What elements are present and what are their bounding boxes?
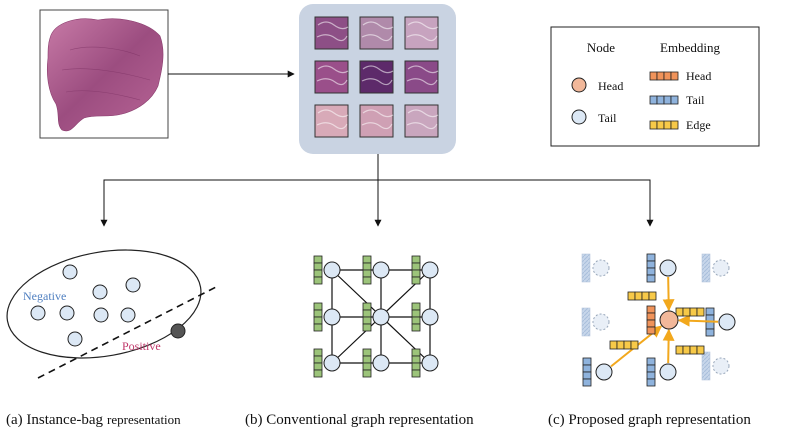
instance-node [93, 307, 109, 323]
message-arrow [662, 328, 675, 364]
tissue-patch [359, 16, 394, 50]
panel-c-proposed-graph [581, 253, 736, 387]
graph-node [421, 308, 439, 326]
masked-node [712, 259, 730, 277]
graph-node [421, 261, 439, 279]
branch-arrows [100, 154, 654, 227]
node-embedding [313, 255, 323, 285]
tail-node [718, 313, 736, 331]
instance-node [30, 305, 46, 321]
masked-embedding [581, 307, 591, 337]
legend-tail-node-label: Tail [598, 111, 617, 125]
graph-node [323, 354, 341, 372]
node-embedding [362, 255, 372, 285]
tail-embedding [646, 253, 656, 283]
masked-node [592, 259, 610, 277]
tissue-patch [359, 104, 394, 138]
instance-node [62, 264, 78, 280]
graph-node [372, 261, 390, 279]
caption-b: (b) Conventional graph representation [245, 412, 474, 428]
positive-instance-node [170, 323, 186, 339]
node-embedding [313, 302, 323, 332]
legend-tail-embedding-label: Tail [686, 93, 705, 107]
message-arrow [662, 276, 675, 312]
node-embedding [411, 255, 421, 285]
node-embedding [313, 348, 323, 378]
positive-label: Positive [122, 339, 161, 353]
node-embedding [362, 302, 372, 332]
node-embedding [411, 302, 421, 332]
tail-embedding [582, 357, 592, 387]
instance-node [125, 277, 141, 293]
masked-embedding [701, 253, 711, 283]
message-arrow [677, 314, 719, 327]
legend-head-embedding-label: Head [686, 69, 711, 83]
masked-embedding [701, 351, 711, 381]
legend-edge-embedding-icon [649, 120, 679, 130]
legend-head-node-icon [571, 77, 587, 93]
legend-tail-node-icon [571, 109, 587, 125]
negative-label: Negative [23, 289, 66, 303]
edge-embedding [675, 345, 705, 355]
tail-node [595, 363, 613, 381]
head-node [659, 310, 679, 330]
patch-tiles-panel [299, 4, 456, 154]
legend-tail-embedding-icon [649, 95, 679, 105]
tissue-patch [404, 104, 439, 138]
decision-boundary [37, 285, 219, 379]
legend-head-embedding-icon [649, 71, 679, 81]
graph-node [372, 354, 390, 372]
legend-node-header: Node [587, 40, 615, 55]
tissue-patch [404, 60, 439, 94]
masked-embedding [581, 253, 591, 283]
tail-node [659, 363, 677, 381]
masked-node [592, 313, 610, 331]
tissue-patch [359, 60, 394, 94]
instance-node [92, 284, 108, 300]
graph-node [323, 261, 341, 279]
graph-node [421, 354, 439, 372]
edge-embedding [675, 307, 705, 317]
tail-embedding [646, 357, 656, 387]
legend-box: Node Embedding Head Tail Head Tail Edge [550, 26, 760, 147]
whole-slide-image [39, 9, 169, 139]
edge-embedding [609, 340, 639, 350]
tissue-patch [314, 60, 349, 94]
head-embedding [646, 305, 656, 335]
legend-embedding-header: Embedding [660, 40, 720, 55]
caption-a-suffix: representation [107, 412, 181, 427]
caption-c: (c) Proposed graph representation [548, 412, 751, 428]
tissue-patch [314, 104, 349, 138]
graph-node [323, 308, 341, 326]
instance-node [120, 307, 136, 323]
legend-edge-embedding-label: Edge [686, 118, 711, 132]
tail-node [659, 259, 677, 277]
masked-node [712, 357, 730, 375]
instance-node [67, 331, 83, 347]
instance-node [59, 305, 75, 321]
legend-head-node-label: Head [598, 79, 623, 93]
node-embedding [362, 348, 372, 378]
panel-b-conventional-graph [313, 255, 439, 378]
graph-node [372, 308, 390, 326]
tissue-patch [404, 16, 439, 50]
panel-a-instance-bag: Negative Positive [6, 249, 219, 379]
caption-a-prefix: (a) Instance-bag [6, 412, 104, 428]
tail-embedding [705, 307, 715, 337]
tissue-patch [314, 16, 349, 50]
edge-embedding [627, 291, 657, 301]
node-embedding [411, 348, 421, 378]
